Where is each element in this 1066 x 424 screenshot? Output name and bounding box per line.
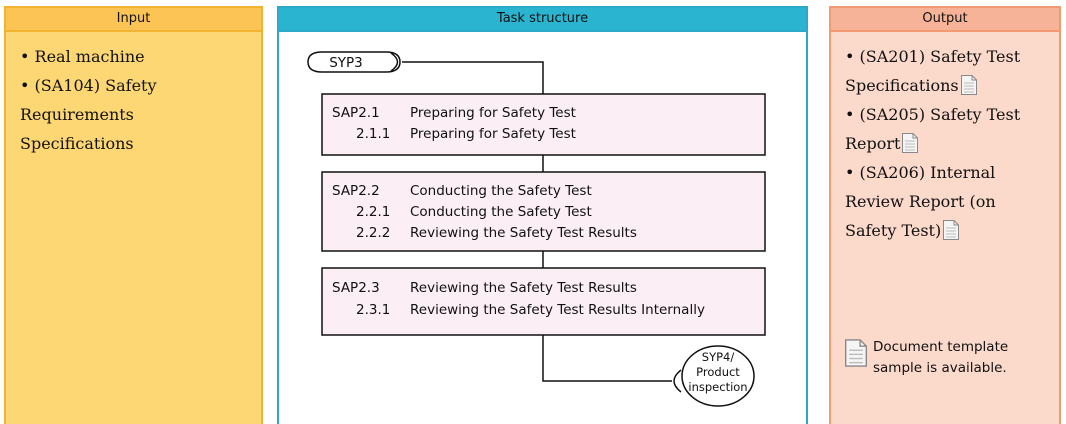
- substep-label: Reviewing the Safety Test Results Intern…: [410, 302, 705, 318]
- template-note-text: Document template sample is available.: [873, 339, 1009, 376]
- template-note: Document template sample is available.: [845, 337, 1055, 379]
- input-item: • (SA104) Safety: [20, 76, 157, 95]
- output-line: Review Report (on: [845, 192, 996, 211]
- step-id: SAP2.2: [332, 183, 380, 199]
- output-line: • (SA206) Internal: [845, 163, 996, 182]
- substep-label: Conducting the Safety Test: [410, 204, 592, 220]
- output-header: Output: [831, 8, 1059, 32]
- connectors: [402, 61, 672, 382]
- document-icon: [845, 339, 867, 367]
- document-icon: [943, 220, 960, 240]
- output-line: Specifications: [845, 71, 1051, 100]
- end-label-line: Product: [696, 365, 740, 379]
- end-terminator: SYP4/ Product inspection: [673, 345, 755, 407]
- input-item: Specifications: [20, 134, 134, 153]
- step-title: Preparing for Safety Test: [410, 105, 576, 121]
- output-line: • (SA201) Safety Test: [845, 47, 1021, 66]
- task-structure-header: Task structure: [279, 8, 806, 32]
- substep-number: 2.1.1: [356, 126, 390, 142]
- substep-label: Reviewing the Safety Test Results: [410, 225, 637, 241]
- step-title: Conducting the Safety Test: [410, 183, 592, 199]
- substep-number: 2.2.2: [356, 225, 390, 241]
- document-icon: [960, 75, 977, 95]
- start-terminator: SYP3: [307, 51, 401, 73]
- input-panel: Input • Real machine • (SA104) Safety Re…: [4, 6, 263, 424]
- substep-number: 2.3.1: [356, 302, 390, 318]
- step-box-sap2-1: SAP2.1 Preparing for Safety Test 2.1.1 P…: [321, 93, 766, 156]
- step-box-sap2-2: SAP2.2 Conducting the Safety Test 2.2.1 …: [321, 171, 766, 252]
- output-line: Safety Test): [845, 216, 1051, 245]
- end-label-line: inspection: [688, 380, 747, 394]
- step-id: SAP2.3: [332, 280, 380, 296]
- input-list: • Real machine • (SA104) Safety Requirem…: [6, 32, 261, 158]
- substep-number: 2.2.1: [356, 204, 390, 220]
- step-title: Reviewing the Safety Test Results: [410, 280, 637, 296]
- output-list: • (SA201) Safety Test Specifications • (…: [831, 32, 1059, 245]
- input-header: Input: [6, 8, 261, 32]
- step-box-sap2-3: SAP2.3 Reviewing the Safety Test Results…: [321, 267, 766, 336]
- start-label: SYP3: [329, 55, 363, 71]
- substep-label: Preparing for Safety Test: [410, 126, 576, 142]
- input-item: • Real machine: [20, 47, 145, 66]
- input-item: Requirements: [20, 105, 134, 124]
- output-panel: Output • (SA201) Safety Test Specificati…: [829, 6, 1061, 424]
- output-line: • (SA205) Safety Test: [845, 105, 1021, 124]
- step-id: SAP2.1: [332, 105, 380, 121]
- output-line: Report: [845, 129, 1051, 158]
- end-label-line: SYP4/: [702, 350, 735, 364]
- document-icon: [902, 133, 919, 153]
